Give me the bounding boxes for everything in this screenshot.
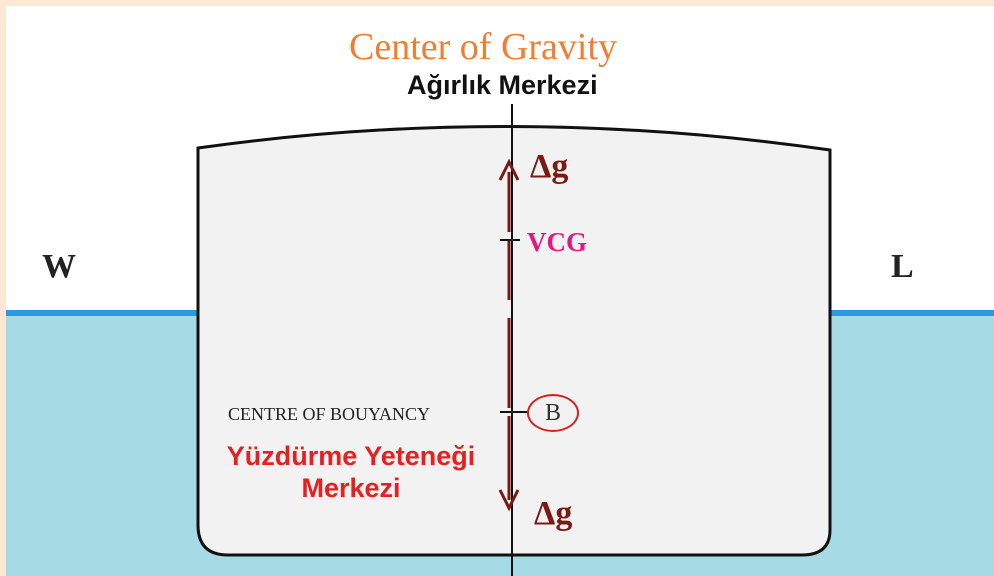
- centre-of-buoyancy-label-en: CENTRE OF BOUYANCY: [228, 404, 431, 424]
- vcg-label: VCG: [527, 227, 587, 257]
- buoyancy-point-marker: B: [527, 394, 579, 432]
- delta-g-bottom-label: Δg: [534, 495, 573, 532]
- title-english: Center of Gravity: [349, 26, 618, 68]
- buoyancy-arrow-head-down: [498, 489, 520, 512]
- title-turkish: Ağırlık Merkezi: [407, 70, 598, 100]
- buoyancy-point-label: B: [544, 399, 561, 426]
- label-l: L: [891, 248, 914, 285]
- ship-hull: [196, 125, 832, 557]
- delta-g-top-label: Δg: [530, 148, 569, 185]
- weight-arrow-head-up: [498, 158, 520, 181]
- label-w: W: [42, 248, 76, 285]
- centre-of-buoyancy-label-tr: Yüzdürme Yeteneği Merkezi: [226, 441, 476, 504]
